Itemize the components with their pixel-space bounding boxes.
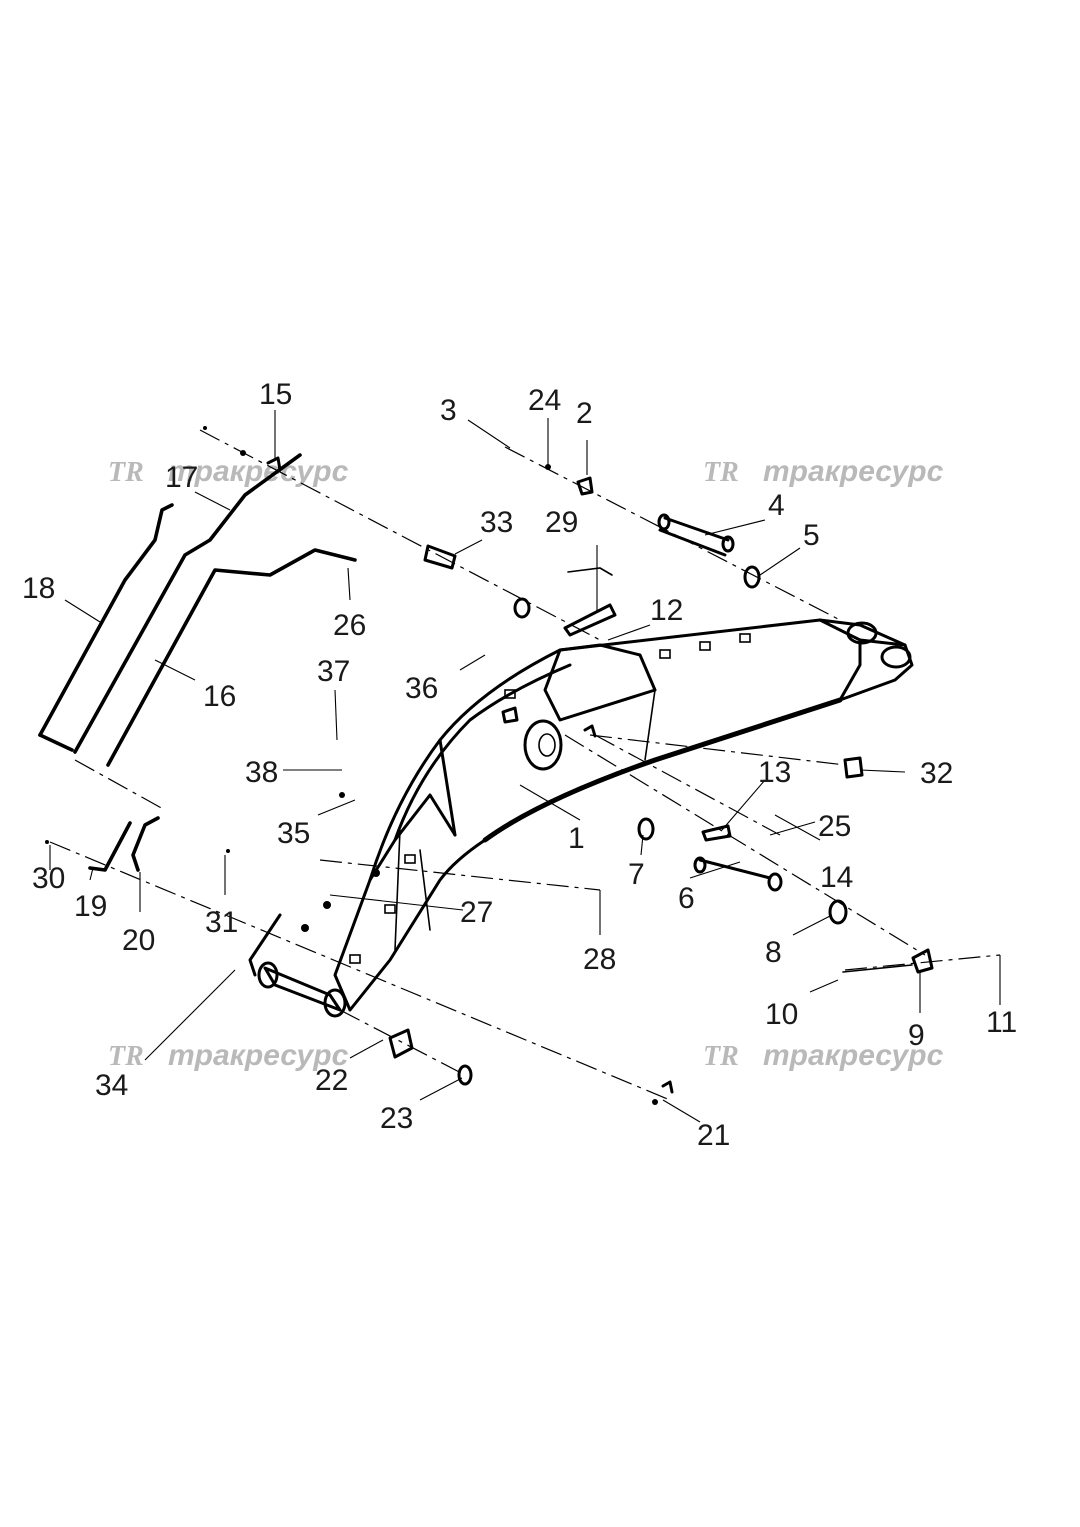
callout-13: 13 [758,756,791,789]
watermark-top-left: TR тракресурс [108,455,349,488]
callout-15: 15 [259,378,292,411]
hardware [45,426,934,1105]
callout-30: 30 [32,862,65,895]
callout-6: 6 [678,882,695,915]
callout-28: 28 [583,943,616,976]
svg-text:TR: TR [703,457,739,488]
svg-text:TR: TR [108,1041,144,1072]
callout-25: 25 [818,810,851,843]
callout-8: 8 [765,936,782,969]
callout-2: 2 [576,397,593,430]
callout-12: 12 [650,594,683,627]
boom-foot [248,913,347,1018]
callout-36: 36 [405,672,438,705]
callout-11: 11 [986,1006,1017,1039]
tube-17 [73,453,302,754]
callout-32: 32 [920,757,953,790]
callout-4: 4 [768,489,785,522]
callout-labels: 1 2 3 4 5 6 7 8 9 10 11 12 13 14 15 16 1… [22,378,1017,1152]
callout-24: 24 [528,384,561,417]
callout-17: 17 [165,461,198,494]
tube-19 [88,821,132,872]
callout-33: 33 [480,506,513,539]
watermark-bottom-left: TR тракресурс [108,1039,349,1072]
tube-18 [38,503,174,752]
callout-3: 3 [440,394,457,427]
callout-37: 37 [317,655,350,688]
boom-body [333,618,914,1012]
tube-29 [567,567,613,576]
tube-16 [106,548,357,767]
svg-text:тракресурс: тракресурс [168,455,349,488]
tube-20 [131,816,160,872]
callout-20: 20 [122,924,155,957]
svg-text:TR: TR [108,457,144,488]
callout-5: 5 [803,519,820,552]
callout-7: 7 [628,858,645,891]
leader-lines [49,410,1001,1123]
svg-text:тракресурс: тракресурс [168,1039,349,1072]
callout-21: 21 [697,1119,730,1152]
callout-23: 23 [380,1102,413,1135]
callout-29: 29 [545,506,578,539]
svg-text:TR: TR [703,1041,739,1072]
callout-16: 16 [203,680,236,713]
callout-10: 10 [765,998,798,1031]
callout-34: 34 [95,1069,128,1102]
svg-text:тракресурс: тракресурс [763,1039,944,1072]
callout-1: 1 [568,822,585,855]
svg-text:тракресурс: тракресурс [763,455,944,488]
callout-14: 14 [820,861,853,894]
callout-27: 27 [460,896,493,929]
callout-35: 35 [277,817,310,850]
callout-31: 31 [205,906,238,939]
callout-38: 38 [245,756,278,789]
callout-9: 9 [908,1019,925,1052]
callout-22: 22 [315,1064,348,1097]
callout-26: 26 [333,609,366,642]
callout-18: 18 [22,572,55,605]
watermark-bottom-right: TR тракресурс [703,1039,944,1072]
callout-19: 19 [74,890,107,923]
assembly-axes [49,429,1001,1101]
watermark-top-right: TR тракресурс [703,455,944,488]
